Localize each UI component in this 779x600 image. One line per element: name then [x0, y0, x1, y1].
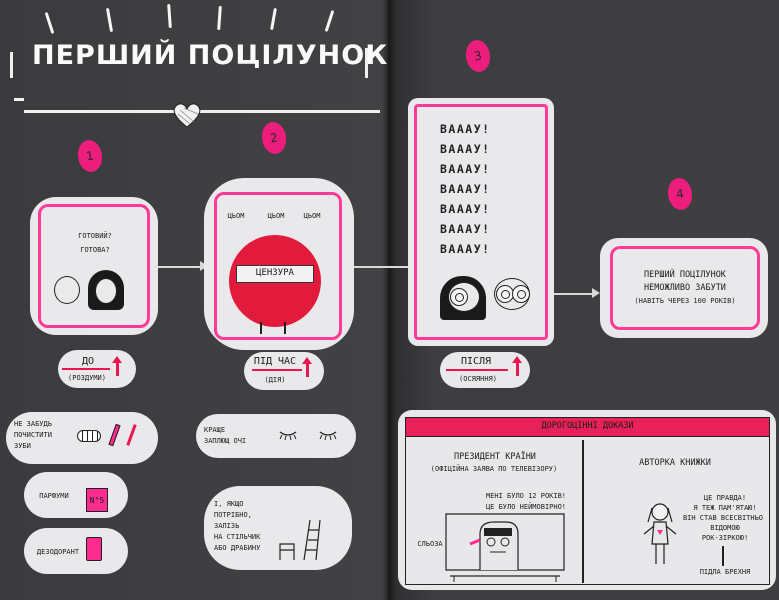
step4-frame: [610, 246, 760, 330]
title-underline: [24, 110, 380, 113]
leg-icon: [260, 322, 262, 334]
wow-line: ВАААУ!: [440, 242, 491, 256]
deodorant-icon: [86, 537, 102, 561]
title-ray: [44, 12, 55, 34]
title-ray: [217, 5, 222, 31]
up-arrow-icon: [512, 356, 522, 376]
spiral-eye-icon: [512, 285, 530, 303]
mean-lie-label: ПІДЛА БРЕХНЯ: [699, 568, 751, 576]
tip-ladder-pill: [204, 486, 352, 570]
tip-perfume-pill: [24, 472, 128, 518]
timeline-red-line: [446, 369, 508, 371]
flow-arrow: [354, 266, 414, 268]
flow-arrow: [554, 293, 594, 295]
timeline-red-line: [252, 369, 302, 371]
author-quote: Я ТЕЖ ПАМ'ЯТАЮ!: [693, 504, 757, 512]
tip-eyes-line: КРАЩЕ: [204, 426, 226, 434]
timeline-red-line: [62, 368, 110, 370]
up-arrow-icon: [302, 357, 312, 377]
unforgettable-line1: ПЕРШИЙ ПОЦІЛУНОК: [644, 270, 726, 280]
unforgettable-line3: (НАВІТЬ ЧЕРЕЗ 100 РОКІВ): [634, 297, 736, 305]
title-ray: [167, 3, 172, 29]
pointer-arrow: [722, 546, 724, 566]
wow-line: ВАААУ!: [440, 222, 491, 236]
heart-icon: [173, 103, 201, 128]
tip-perfume-label: ПАРФУМИ: [39, 492, 69, 500]
wow-line: ВАААУ!: [440, 122, 491, 136]
tv-president-icon: [445, 513, 565, 582]
title-ray: [270, 7, 277, 31]
step3-frame: [414, 104, 548, 340]
tip-ladder-line: ЗАЛІЗЬ: [214, 522, 240, 530]
author-quote: РОК-ЗІРКОЮ!: [701, 534, 749, 542]
wow-line: ВАААУ!: [440, 142, 491, 156]
author-quote: ЦЕ ПРАВДА!: [703, 494, 747, 502]
title-ray: [324, 10, 335, 32]
tip-teeth-line: ЗУБИ: [14, 442, 31, 450]
unforgettable-line2: НЕМОЖЛИВО ЗАБУТИ: [644, 283, 726, 293]
book-fold: [382, 0, 396, 600]
leg-icon: [284, 322, 286, 334]
dialog-ready-her: ГОТОВА?: [80, 246, 110, 254]
label-before: ДО: [81, 356, 95, 367]
title-ray: [105, 7, 114, 33]
author-quote: ВІН СТАВ ВСЕСВІТНЬО: [682, 514, 764, 522]
tip-deodorant-label: ДЕЗОДОРАНТ: [36, 548, 80, 556]
teeth-icon: [77, 430, 101, 442]
kiss-sound: ЦЬОМ: [267, 212, 285, 220]
evidence-col1-title: ПРЕЗИДЕНТ КРАЇНИ: [454, 452, 536, 462]
label-after: ПІСЛЯ: [460, 356, 492, 367]
evidence-col1-sub: (ОФІЦІЙНА ЗАЯВА ПО ТЕЛЕВІЗОРУ): [430, 465, 558, 473]
author-quote: ВІДОМОЮ: [710, 524, 740, 532]
label-during: ПІД ЧАС: [253, 356, 297, 367]
evidence-card: [398, 410, 776, 590]
kiss-sound: ЦЬОМ: [227, 212, 245, 220]
spiral-eye-icon: [450, 288, 468, 306]
tip-deodorant-pill: [24, 528, 128, 574]
evidence-table: [405, 437, 770, 585]
tip-teeth-line: НЕ ЗАБУДЬ: [14, 420, 52, 428]
page-title: ПЕРШИЙ ПОЦІЛУНОК: [32, 40, 389, 71]
perfume-bottle-icon: N°5: [86, 488, 108, 512]
flow-arrow: [158, 266, 202, 268]
tear-label: СЛЬОЗА: [417, 540, 443, 548]
title-tick: [365, 48, 368, 78]
evidence-header: ДОРОГОЦІННІ ДОКАЗИ: [405, 417, 770, 437]
ladder-icon: [279, 519, 321, 561]
step4-panel: [600, 238, 768, 338]
censor-label: ЦЕНЗУРА: [236, 265, 314, 283]
tip-ladder-line: ПОТРІБНО,: [214, 511, 252, 519]
author-figure-icon: [643, 503, 677, 564]
girl-face-icon: [95, 278, 117, 304]
note-enlightenment: (ОСЯЯННЯ): [459, 375, 497, 383]
evidence-col2-title: АВТОРКА КНИЖКИ: [639, 458, 711, 468]
up-arrow-icon: [112, 356, 122, 376]
tip-ladder-line: І, ЯКЩО: [214, 500, 244, 508]
tip-ladder-line: АБО ДРАБИНУ: [214, 544, 261, 552]
closed-eyes-icon: [279, 431, 337, 441]
note-action: (ДІЯ): [264, 376, 286, 384]
tip-eyes-pill: [196, 414, 356, 458]
wow-line: ВАААУ!: [440, 162, 491, 176]
tip-ladder-line: НА СТІЛЬЧИК: [214, 533, 261, 541]
note-thinking: (РОЗДУМИ): [68, 374, 106, 382]
boy-face-icon: [54, 276, 80, 304]
evidence-divider: [582, 440, 584, 583]
step1-panel: [30, 197, 158, 335]
title-tick: [10, 52, 13, 78]
wow-line: ВАААУ!: [440, 202, 491, 216]
kiss-sound: ЦЬОМ: [303, 212, 321, 220]
wow-line: ВАААУ!: [440, 182, 491, 196]
step1-frame: [38, 204, 150, 328]
president-quote: ЦЕ БУЛО НЕЙМОВІРНО!: [485, 503, 567, 511]
title-underline: [14, 98, 24, 101]
flow-arrow-head: [592, 288, 600, 298]
step2-frame: [214, 192, 342, 340]
tip-eyes-line: ЗАПЛЮЩ ОЧІ: [204, 437, 247, 445]
tip-teeth-line: ПОЧИСТИТИ: [14, 431, 52, 439]
title-area: ПЕРШИЙ ПОЦІЛУНОК: [10, 0, 387, 128]
dialog-ready-him: ГОТОВИЙ?: [78, 232, 112, 240]
president-quote: МЕНІ БУЛО 12 РОКІВ!: [485, 492, 567, 500]
